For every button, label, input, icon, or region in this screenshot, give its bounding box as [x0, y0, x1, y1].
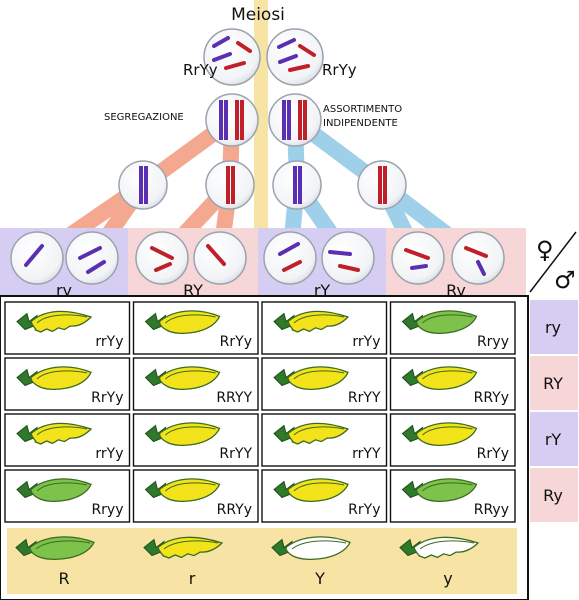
pea-pod-icon	[16, 478, 92, 502]
cell-genotype: RRyy	[474, 502, 509, 518]
male-symbol: ♂	[554, 266, 576, 294]
punnett-cell: RrYy	[4, 357, 131, 411]
legend-pea-icon	[399, 536, 480, 559]
assortment-label-line2: INDIPENDENTE	[323, 118, 398, 129]
cell-genotype: Rryy	[91, 502, 123, 518]
punnett-cell: rrYy	[4, 413, 131, 467]
gamete-cells	[10, 231, 505, 285]
row-gamete-label: RY	[543, 374, 563, 393]
pea-pod-icon	[273, 310, 350, 333]
pea-pod-icon	[401, 310, 478, 334]
punnett-cell: rrYy	[261, 301, 388, 355]
replicated-cell-right	[268, 93, 322, 147]
punnett-cell: RRYY	[132, 357, 259, 411]
pea-pod-icon	[144, 310, 221, 334]
female-symbol: ♀	[536, 236, 554, 264]
cell-genotype: RrYy	[477, 446, 509, 462]
assortment-label-line1: ASSORTIMENTO	[323, 104, 402, 115]
meiosis-one-cells	[118, 160, 407, 210]
row-label-band	[530, 300, 578, 354]
punnett-cell: RRyy	[389, 469, 516, 523]
row-label-band	[530, 412, 578, 466]
pea-pod-icon	[144, 422, 221, 446]
parent-cell-left	[203, 28, 261, 86]
legend-pea-icon	[143, 536, 224, 559]
cell-genotype: RRYy	[474, 390, 509, 406]
cell-genotype: rrYy	[95, 334, 123, 350]
parent-genotype-right: RrYy	[322, 61, 357, 79]
pea-pod-icon	[16, 310, 93, 333]
cell-genotype: rrYY	[352, 446, 381, 462]
punnett-cell: Rryy	[389, 301, 516, 355]
legend-label: R	[58, 569, 69, 588]
pea-pod-icon	[16, 422, 93, 445]
pea-pod-icon	[401, 366, 478, 390]
pea-pod-icon	[144, 366, 221, 390]
pea-pod-icon	[144, 478, 221, 502]
cell-genotype: Rryy	[477, 334, 509, 350]
cell-genotype: RrYy	[91, 390, 123, 406]
legend-pea-icon	[271, 536, 351, 560]
pea-pod-icon	[273, 422, 350, 445]
cell-genotype: RRYy	[217, 502, 252, 518]
pea-pod-icon	[273, 478, 349, 502]
pea-pod-icon	[401, 422, 478, 446]
row-gamete-label: ry	[545, 318, 561, 337]
punnett-cell: RRYy	[132, 469, 259, 523]
cell-genotype: RRYY	[216, 390, 252, 406]
cell-genotype: rrYy	[95, 446, 123, 462]
punnett-cell: rrYY	[261, 413, 388, 467]
legend-label: Y	[314, 569, 325, 588]
pea-pod-icon	[16, 366, 92, 390]
punnett-cell: RrYY	[261, 357, 388, 411]
pea-pod-icon	[401, 478, 478, 502]
cell-genotype: RrYY	[348, 390, 381, 406]
cell-genotype: RrYy	[348, 502, 380, 518]
punnett-cell: RrYy	[261, 469, 388, 523]
punnett-cell: Rryy	[4, 469, 131, 523]
sex-divider-line	[529, 231, 577, 293]
cell-genotype: RrYY	[219, 446, 252, 462]
legend-label: r	[189, 569, 196, 588]
cell-genotype: rrYy	[352, 334, 380, 350]
row-gamete-label: Ry	[543, 486, 563, 505]
replicated-cell-left	[205, 93, 259, 147]
legend-label: y	[443, 569, 452, 588]
punnett-cell: RrYy	[389, 413, 516, 467]
punnett-cell: RrYy	[132, 301, 259, 355]
parent-genotype-left: RrYy	[183, 61, 218, 79]
pea-pod-icon	[273, 366, 349, 390]
diagram-title: Meiosi	[231, 5, 285, 25]
punnett-cell: rrYy	[4, 301, 131, 355]
row-gamete-label: rY	[545, 430, 562, 449]
cell-genotype: RrYy	[220, 334, 252, 350]
segregation-label: SEGREGAZIONE	[104, 112, 184, 123]
row-label-band	[530, 356, 578, 410]
parent-cell-right	[266, 28, 324, 86]
punnett-cell: RrYY	[132, 413, 259, 467]
row-label-band	[530, 468, 578, 522]
legend-pea-icon	[15, 536, 95, 560]
punnett-cell: RRYy	[389, 357, 516, 411]
